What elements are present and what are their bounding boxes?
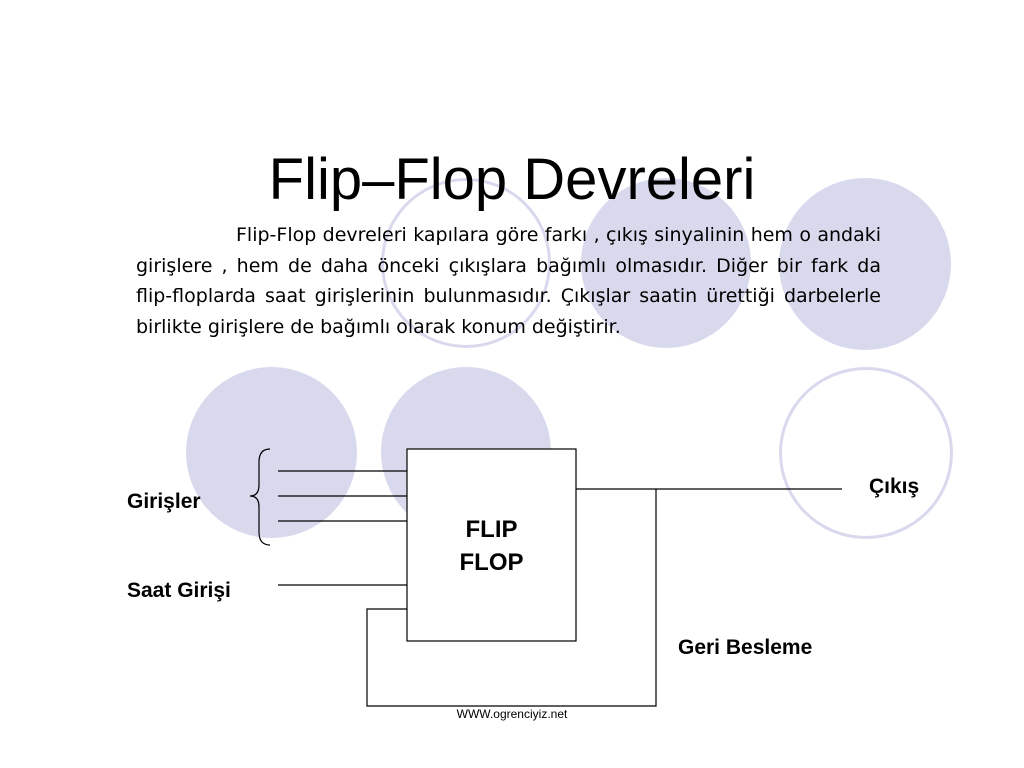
feedback-loop (366, 489, 657, 707)
decor-circle-filled-1 (581, 178, 751, 348)
slide-title: Flip–Flop Devreleri (268, 146, 756, 212)
decor-circle-filled-2 (779, 178, 951, 350)
inputs-brace (249, 448, 271, 546)
flip-flop-label-line-2: FLOP (459, 549, 524, 576)
body-paragraph: Flip-Flop devreleri kapılara göre farkı … (136, 224, 881, 338)
footer-url: WWW.ogrenciyiz.net (456, 707, 568, 721)
flip-flop-block (406, 448, 577, 642)
decor-circle-filled-3 (186, 367, 357, 538)
flip-flop-label-line-1: FLIP (465, 516, 518, 543)
inputs-label: Girişler (127, 490, 201, 513)
feedback-label: Geri Besleme (678, 636, 813, 659)
clock-input-label: Saat Girişi (127, 579, 231, 602)
flip-flop-label: FLIP FLOP (407, 513, 576, 579)
decor-circle-ring-1 (381, 178, 551, 348)
output-label: Çıkış (869, 475, 920, 498)
decor-circle-ring-2 (779, 367, 953, 539)
